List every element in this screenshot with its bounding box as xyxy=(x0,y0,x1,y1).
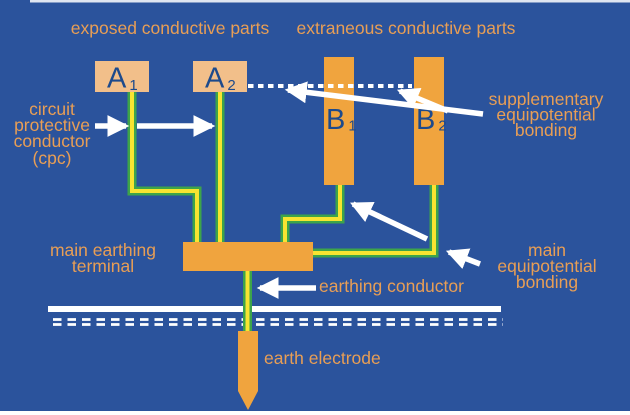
label-cpc: circuit protective conductor (cpc) xyxy=(14,99,91,168)
label-earth-electrode: earth electrode xyxy=(264,348,381,368)
b1-subscript: 1 xyxy=(348,118,356,135)
a2-letter: A xyxy=(205,63,225,95)
label-supplementary-bonding: supplementary equipotential bonding xyxy=(489,89,604,140)
box-a2 xyxy=(193,61,247,92)
a1-subscript: 1 xyxy=(129,77,137,94)
label-earthing-conductor: earthing conductor xyxy=(319,276,464,296)
bar-b2 xyxy=(414,57,444,185)
label-cpc-line4: (cpc) xyxy=(33,148,72,168)
top-border-line xyxy=(30,0,630,3)
main-bonding-conductor-b1-yellow xyxy=(283,184,342,244)
bar-b1 xyxy=(324,57,354,185)
box-a1 xyxy=(95,61,149,92)
supplementary-bonding-arrow-long xyxy=(284,81,484,117)
bottom-border-line xyxy=(0,411,630,415)
label-supp-line1: supplementary xyxy=(489,89,604,109)
label-main-earthing-terminal: main earthing terminal xyxy=(50,240,156,276)
label-main-bonding-line2: equipotential xyxy=(497,256,596,276)
label-cpc-line3: conductor xyxy=(14,131,91,151)
cpc-conductor-a1-yellow xyxy=(130,92,199,244)
b1-letter: B xyxy=(326,104,345,136)
main-bonding-arrow-to-b1 xyxy=(350,201,429,242)
label-main-bonding: main equipotential bonding xyxy=(497,240,596,292)
label-supp-line2: equipotential xyxy=(496,105,595,125)
label-supp-line3: bonding xyxy=(515,120,577,140)
b2-subscript: 2 xyxy=(438,118,446,135)
main-earthing-terminal-bar xyxy=(183,242,313,271)
label-cpc-line2: protective xyxy=(14,115,90,135)
label-main-bonding-line1: main xyxy=(528,240,566,260)
label-met-line2: terminal xyxy=(72,256,134,276)
a1-letter: A xyxy=(107,63,127,95)
a2-subscript: 2 xyxy=(227,77,235,94)
b2-letter: B xyxy=(416,104,435,136)
header-extraneous-parts: extraneous conductive parts xyxy=(297,18,516,38)
arrow-group xyxy=(95,81,484,299)
main-bonding-arrow-to-b2 xyxy=(445,248,481,270)
conductor-group xyxy=(127,92,439,337)
label-met-line1: main earthing xyxy=(50,240,156,260)
main-bonding-conductor-b2-yellow xyxy=(311,184,436,255)
header-exposed-parts: exposed conductive parts xyxy=(71,18,270,38)
label-cpc-line1: circuit xyxy=(29,99,75,119)
earth-electrode-rod xyxy=(238,331,258,410)
supplementary-bonding-arrow-short xyxy=(396,88,450,114)
label-main-bonding-line3: bonding xyxy=(516,272,578,292)
